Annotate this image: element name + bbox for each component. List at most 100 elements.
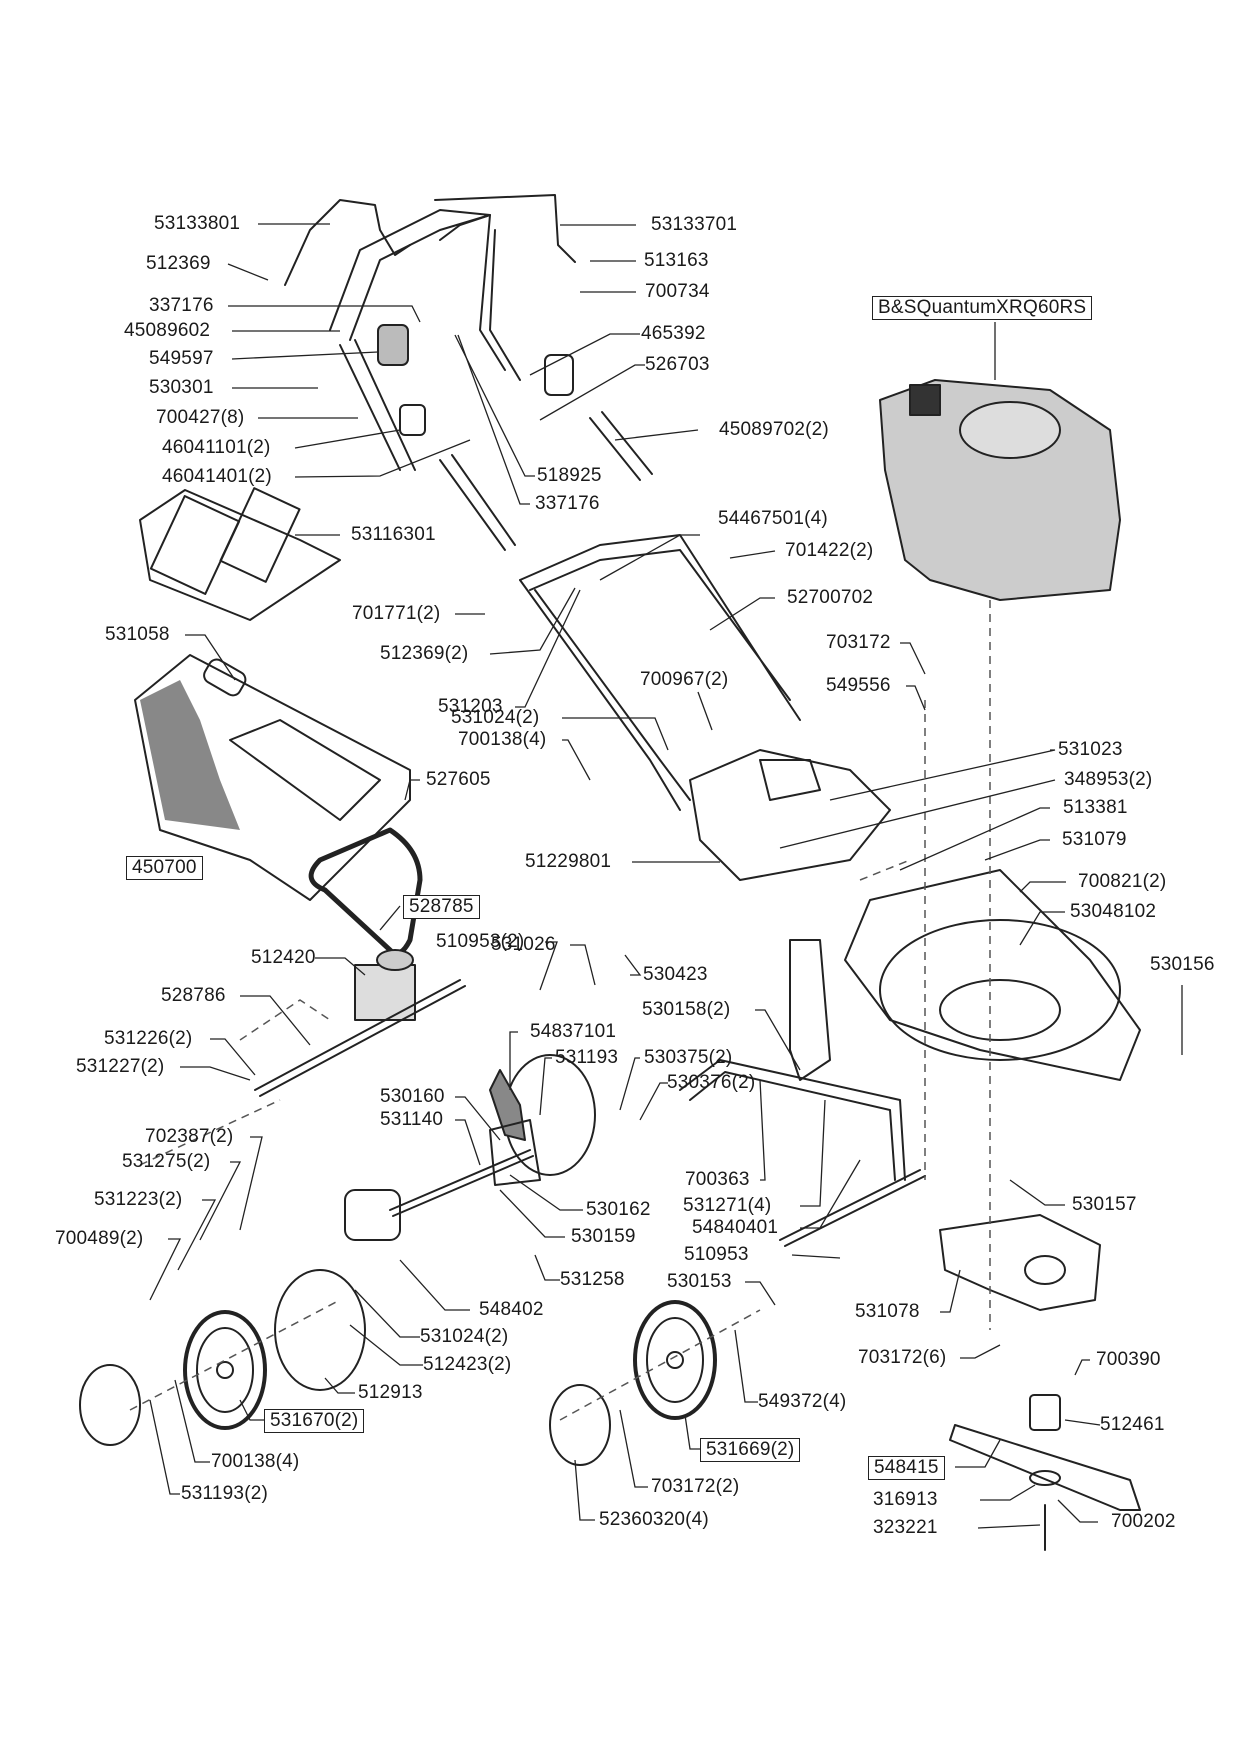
leader-549556 — [906, 685, 926, 711]
leader-323221 — [977, 1524, 1041, 1529]
leader-337176-b — [457, 334, 530, 505]
part-label: 54467501(4) — [718, 508, 828, 529]
part-label: 53116301 — [351, 524, 436, 545]
leader-465392 — [529, 333, 640, 376]
part-label: 316913 — [873, 1489, 938, 1510]
leader-530159 — [499, 1189, 565, 1238]
part-label: 513163 — [644, 250, 709, 271]
part-label: 530158(2) — [642, 999, 731, 1020]
leader-531026 — [570, 944, 596, 986]
left-box-line — [239, 999, 331, 1041]
part-label: 337176 — [149, 295, 214, 316]
part-label: 518925 — [537, 465, 602, 486]
leader-549372 — [734, 1329, 758, 1403]
leader-530157 — [1009, 1179, 1065, 1206]
blade-hub — [1029, 1394, 1061, 1431]
leader-700138-b — [174, 1379, 210, 1463]
leader-531223 — [177, 1199, 217, 1271]
part-label: 465392 — [641, 323, 706, 344]
part-label: 348953(2) — [1064, 769, 1153, 790]
leader-700138 — [562, 739, 591, 781]
leader-531258 — [534, 1254, 560, 1281]
leader-512420 — [315, 957, 366, 976]
leader-45089702 — [614, 429, 699, 441]
leader-700489 — [149, 1238, 182, 1301]
front-axle-dash — [559, 1309, 761, 1421]
part-label: 531140 — [380, 1109, 444, 1130]
deck-bracket — [789, 939, 831, 1081]
leader-46041401 — [294, 439, 471, 478]
leader-531023 — [829, 749, 1056, 801]
leader-530375 — [619, 1057, 640, 1111]
part-label: 530153 — [667, 1271, 732, 1292]
part-label: 52360320(4) — [599, 1509, 709, 1530]
part-label: 512913 — [358, 1382, 423, 1403]
part-label: 526703 — [645, 354, 710, 375]
leader-512461 — [1064, 1419, 1101, 1426]
part-label: 700138(4) — [211, 1451, 300, 1472]
part-label: 700427(8) — [156, 407, 245, 428]
part-label: 531058 — [105, 624, 170, 645]
part-label: 703172(6) — [858, 1347, 947, 1368]
leader-530158 — [755, 1009, 801, 1071]
part-label: 531023 — [1058, 739, 1123, 760]
part-label: 700138(4) — [458, 729, 547, 750]
mower-deck — [844, 869, 1141, 1081]
blade-adapter — [939, 1214, 1101, 1311]
leader-518925 — [454, 334, 535, 477]
part-label: 51229801 — [525, 851, 612, 872]
part-label: 531223(2) — [94, 1189, 183, 1210]
part-label: 703172(2) — [651, 1476, 740, 1497]
part-label: 53133801 — [154, 213, 241, 234]
leader-531079 — [984, 839, 1050, 861]
cable-clip — [399, 404, 426, 436]
part-label: 46041101(2) — [162, 437, 271, 458]
part-label: 531226(2) — [104, 1028, 193, 1049]
leader-548402 — [399, 1259, 470, 1311]
part-label: 531258 — [560, 1269, 625, 1290]
axle-dash — [129, 1299, 341, 1411]
part-label: 700390 — [1096, 1349, 1161, 1370]
leader-530153 — [745, 1281, 776, 1306]
part-label: 700967(2) — [640, 669, 729, 690]
leader-54840401 — [800, 1159, 861, 1229]
leader-530162 — [509, 1174, 583, 1211]
part-label: 702387(2) — [145, 1126, 234, 1147]
part-label-assembly: 531669(2) — [700, 1438, 801, 1462]
cutting-blade — [949, 1424, 1141, 1511]
part-label-assembly: 531670(2) — [264, 1409, 365, 1433]
part-label: 530423 — [643, 964, 708, 985]
leader-700202 — [1057, 1499, 1098, 1523]
leader-510953-2 — [539, 941, 558, 991]
leader-52360320 — [574, 1459, 595, 1521]
gearbox-axle — [254, 949, 466, 1097]
part-label: 701771(2) — [352, 603, 441, 624]
leader-531227 — [180, 1066, 251, 1081]
part-label-assembly: 528785 — [403, 895, 480, 919]
part-label: 52700702 — [787, 587, 874, 608]
leader-531024 — [562, 717, 669, 751]
rear-flap — [689, 749, 891, 881]
part-label: 512369(2) — [380, 643, 469, 664]
part-label: 531078 — [855, 1301, 920, 1322]
part-label: 337176 — [535, 493, 600, 514]
leader-316913 — [980, 1484, 1036, 1501]
front-hubcap — [549, 1384, 611, 1466]
part-label: 53048102 — [1070, 901, 1157, 922]
part-label: 530160 — [380, 1086, 445, 1107]
leader-700363 — [759, 1079, 766, 1181]
part-label: 46041401(2) — [162, 466, 272, 487]
part-label: 512420 — [251, 947, 316, 968]
leader-337176 — [228, 305, 421, 323]
leader-531271 — [800, 1099, 826, 1207]
engine-model-label: B&SQuantumXRQ60RS — [872, 296, 1093, 320]
leader-348953 — [779, 779, 1056, 849]
part-label: 531227(2) — [76, 1056, 165, 1077]
leader-513381 — [899, 807, 1050, 871]
part-label: 530157 — [1072, 1194, 1137, 1215]
leader-703172-6 — [960, 1344, 1001, 1359]
part-label: 530376(2) — [667, 1072, 756, 1093]
leader-530376 — [639, 1082, 668, 1121]
part-label: 527605 — [426, 769, 491, 790]
leader-512369 — [227, 263, 269, 281]
